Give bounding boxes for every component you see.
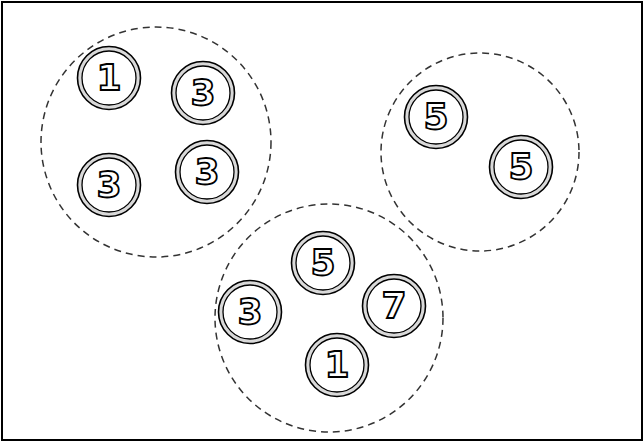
coin-rim — [363, 275, 426, 338]
coin: 5 — [403, 84, 469, 150]
coin-number: 5 — [508, 149, 533, 185]
group-circle: 1 3 3 3 — [40, 26, 272, 258]
coin-number: 7 — [381, 288, 406, 324]
coin: 7 — [361, 273, 427, 339]
dashed-circle — [380, 52, 580, 252]
coin-face — [494, 140, 548, 194]
coin-face — [296, 236, 350, 290]
coin-face — [367, 279, 421, 333]
coin-rim — [172, 62, 235, 125]
coin-face — [176, 66, 230, 120]
coin-number: 3 — [96, 167, 121, 203]
coin-number: 3 — [194, 154, 219, 190]
coin-number: 3 — [237, 294, 262, 330]
coin-face — [409, 90, 463, 144]
group-outline — [215, 204, 443, 432]
group-outline — [381, 53, 579, 251]
coin: 1 — [304, 332, 370, 398]
coin-number: 5 — [423, 99, 448, 135]
coin-rim — [78, 47, 141, 110]
dashed-circle — [40, 26, 272, 258]
group-circle: 5 3 71 — [214, 203, 444, 433]
coin-rim — [490, 136, 553, 199]
coin: 3 — [174, 139, 240, 205]
coin-face — [82, 51, 136, 105]
coin-number: 1 — [96, 60, 121, 96]
coin-rim — [292, 232, 355, 295]
coin-face — [223, 285, 277, 339]
coin-rim — [78, 154, 141, 217]
coin-face — [180, 145, 234, 199]
coin-number: 3 — [190, 75, 215, 111]
coin: 1 — [76, 45, 142, 111]
coin-face — [310, 338, 364, 392]
group-outline — [41, 27, 271, 257]
coin-rim — [176, 141, 239, 204]
coin-number: 5 — [310, 245, 335, 281]
coin-number: 1 — [324, 347, 349, 383]
coin: 5 — [290, 230, 356, 296]
group-circle: 55 — [380, 52, 580, 252]
coin-rim — [306, 334, 369, 397]
coin-rim — [219, 281, 282, 344]
coin: 3 — [170, 60, 236, 126]
coin: 5 — [488, 134, 554, 200]
coin-face — [82, 158, 136, 212]
coin: 3 — [76, 152, 142, 218]
coin-rim — [405, 86, 468, 149]
coin: 3 — [217, 279, 283, 345]
